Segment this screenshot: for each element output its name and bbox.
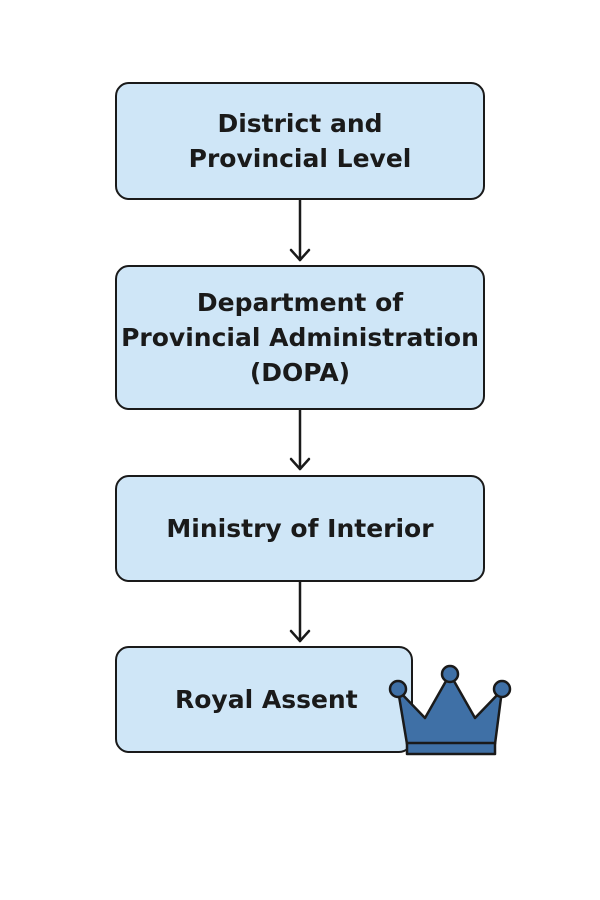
step-ministry-of-interior: Ministry of Interior bbox=[115, 475, 485, 582]
arrow-dopa-to-ministry bbox=[289, 408, 311, 471]
step-label: Royal Assent bbox=[175, 685, 358, 714]
crown-icon bbox=[388, 664, 512, 756]
arrow-ministry-to-royal-assent bbox=[289, 580, 311, 643]
step-department-of-provincial-administration: Department of Provincial Administration … bbox=[115, 265, 485, 410]
arrow-district-to-dopa bbox=[289, 198, 311, 262]
step-label: Department of Provincial Administration … bbox=[121, 288, 479, 387]
step-district-provincial-level: District and Provincial Level bbox=[115, 82, 485, 200]
step-label: Ministry of Interior bbox=[166, 514, 434, 543]
step-label: District and Provincial Level bbox=[188, 109, 412, 173]
step-royal-assent: Royal Assent bbox=[115, 646, 413, 753]
